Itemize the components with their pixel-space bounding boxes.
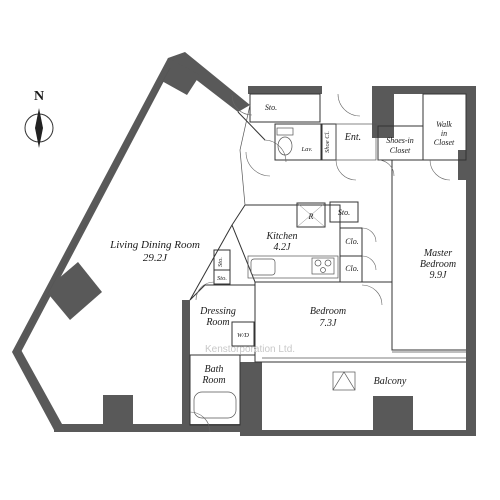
door-main-entrance [337,93,361,117]
wall-balcony-bottom [240,430,476,436]
door-storage-top [231,94,253,116]
wall-dressing-left [182,300,190,432]
living-dining-name: Living Dining Room [109,239,200,251]
wall-living-northeast [168,52,250,112]
outer-walls [12,52,476,436]
room-labels: Living Dining Room 29.2J Kitchen 4.2J Ma… [109,103,456,387]
wall-balcony-right [466,356,476,436]
wall-top-storage [248,86,322,94]
wall-balcony-left [240,362,262,436]
dressing-room-name2: Room [205,317,229,328]
bedroom-size: 7.3J [320,318,338,329]
wall-living-northwest [12,58,174,354]
door-ent [335,159,357,181]
wall-top-closets [372,86,476,94]
ldr-storage-box [213,269,231,285]
dressing-room-wall [189,284,255,301]
door-shoes-closet [377,159,395,177]
closet-2-name: Clo. [345,264,359,273]
wall-ent-diagonal [237,111,266,141]
column-top-right [372,86,394,138]
shoe-closet-name: Shoe Cl. [324,131,331,153]
bedroom-name: Bedroom [310,306,346,317]
balcony-name: Balcony [374,376,407,387]
kitchen-left-wall [231,204,256,283]
door-bedroom [361,284,383,306]
kitchen-size: 4.2J [274,242,292,253]
wall-living-southwest [12,348,62,430]
bath-room-name: Bath [205,364,224,375]
column-right-mid [458,150,476,180]
door-dressing [195,281,215,301]
master-bedroom-wall [391,160,466,351]
wall-right [466,86,476,368]
balcony-unit-icon [332,371,356,391]
door-bath [189,411,211,433]
master-bedroom-name2: Bedroom [420,259,456,270]
stove-icon [311,257,335,275]
door-ent-living [263,139,287,163]
sink-icon [250,258,276,276]
compass: N [24,89,54,148]
refrigerator-box [296,202,326,228]
column-balcony-bottom [373,396,413,436]
walk-in-closet-box [422,93,467,161]
ldr-storage-name: Sto. [217,275,227,282]
lavatory-box [274,123,322,161]
bath-room-box [189,354,241,426]
shoes-in-closet-name2: Closet [390,146,411,155]
walk-in-closet-name3: Closet [434,138,455,147]
bathtub-icon [193,391,237,419]
living-right-wall [239,104,251,206]
kitchen-name: Kitchen [265,231,297,242]
door-closet-2 [361,255,377,271]
kitchen-counter [247,255,339,279]
door-walk-in [429,159,451,181]
column-living-bottom [103,395,133,429]
compass-north-label: N [34,89,44,104]
lavatory-name: Lav. [301,146,313,153]
compass-needle-icon [35,108,43,148]
storage-top-box [249,93,321,123]
walk-in-closet-name: Walk [436,120,452,129]
window-lines [19,67,466,359]
closet-1-name: Clo. [345,237,359,246]
column-living-left [45,262,102,320]
column-living-top [160,58,200,95]
shoes-in-closet-name: Shoes-in [386,136,414,145]
dressing-room-name: Dressing [199,306,236,317]
watermark: Kenstorporation Ltd. [205,344,295,355]
wall-bath-bottom [186,424,242,432]
entrance-box [335,123,377,161]
small-storage-name: Sto. [217,257,224,267]
kitchen-storage-box [329,201,359,223]
master-bedroom-name: Master [423,248,452,259]
entrance-name: Ent. [344,132,361,143]
washer-box [231,321,255,347]
master-bedroom-size: 9.9J [430,270,448,281]
door-closet-1 [361,227,377,243]
walk-in-closet-name2: in [441,129,447,138]
storage-top-name: Sto. [265,103,277,112]
living-dining-size: 29.2J [143,252,168,264]
bath-room-name2: Room [201,375,225,386]
washer-name: W/D [237,332,249,339]
door-living-hall [245,151,271,177]
kitchen-storage-name: Sto. [338,208,350,217]
refrigerator-name: R [308,212,314,221]
door-swings [189,93,451,433]
interior-walls [189,93,467,426]
toilet-icon [276,127,294,156]
